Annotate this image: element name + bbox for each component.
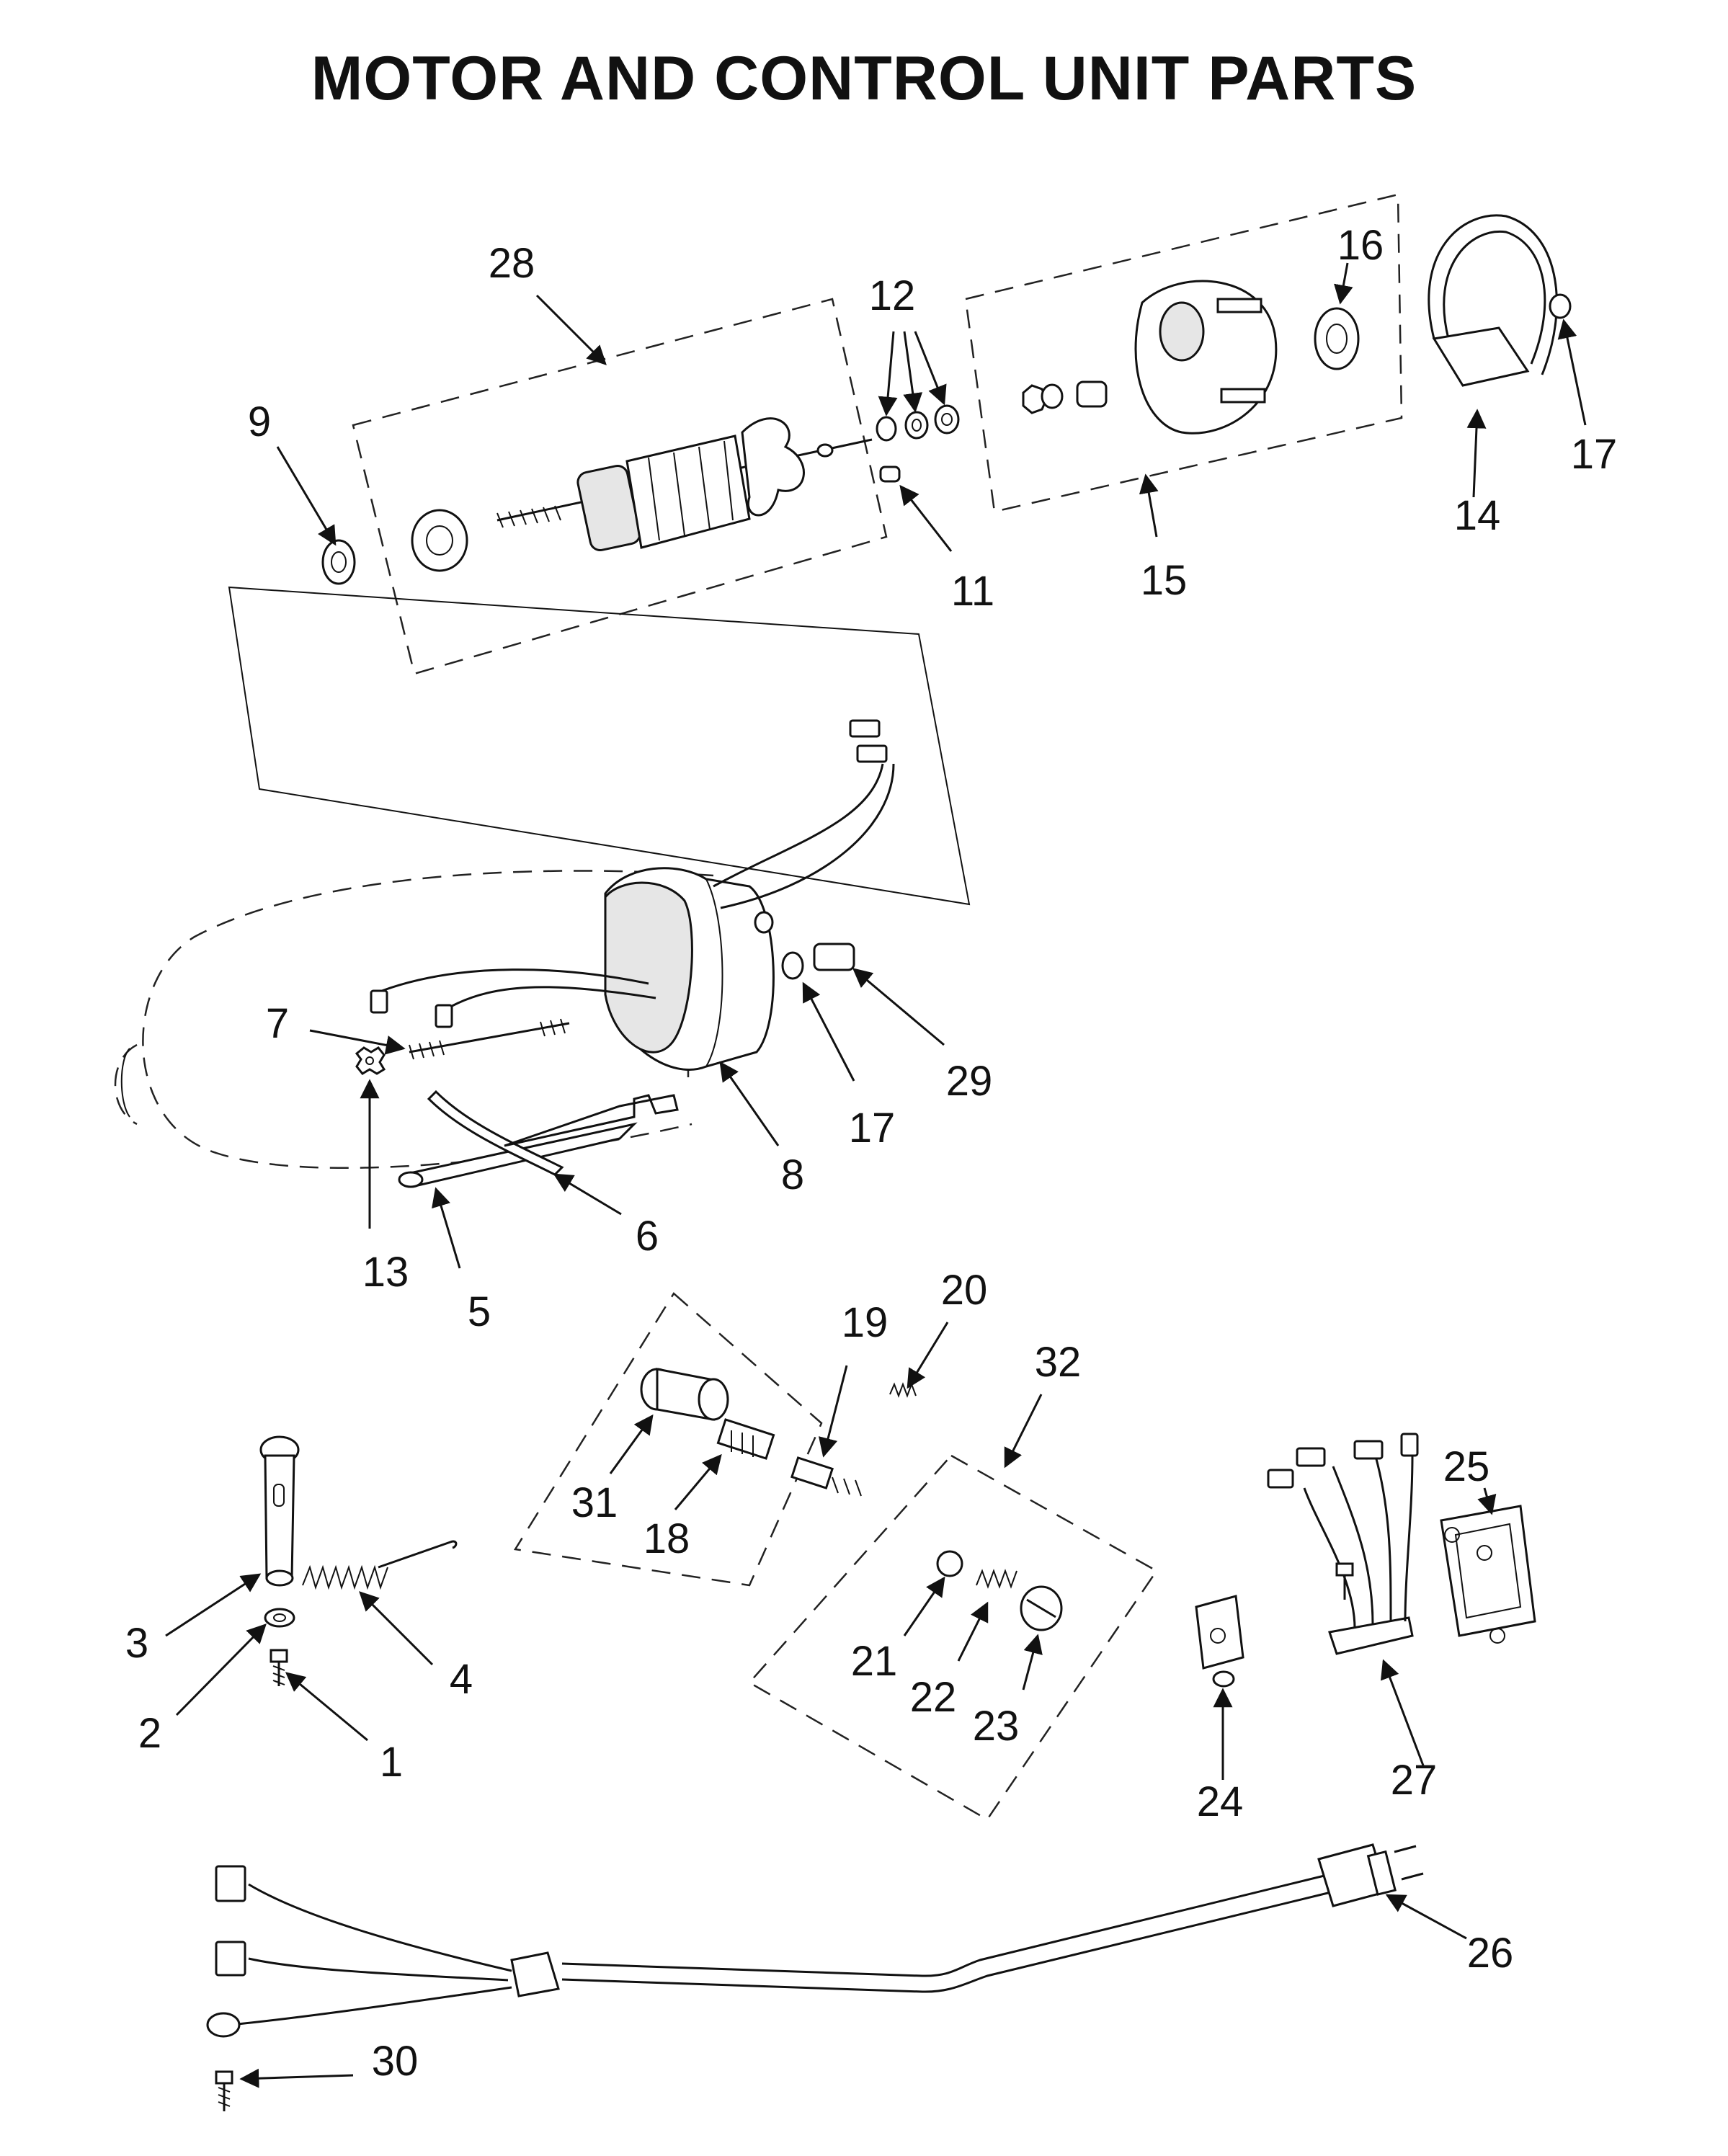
brush-housing-29	[813, 943, 855, 971]
control-plate-25	[1440, 1505, 1536, 1644]
callout-24: 24	[1197, 1778, 1244, 1825]
callout-12: 12	[869, 272, 916, 319]
clip-24	[1195, 1595, 1244, 1688]
callout-5: 5	[468, 1288, 491, 1335]
housing-end	[114, 1043, 138, 1126]
callout-13: 13	[362, 1249, 409, 1296]
callout-28: 28	[489, 240, 535, 287]
washer-2	[264, 1608, 295, 1628]
bearing-16	[1314, 307, 1360, 370]
callout-7: 7	[266, 1000, 289, 1047]
spring-4	[302, 1540, 458, 1590]
spring-22	[976, 1569, 1017, 1589]
brush-cap-18	[716, 1418, 775, 1460]
callout-11: 11	[951, 568, 994, 615]
screw-1	[270, 1649, 288, 1686]
end-shield-assembly	[1022, 280, 1278, 435]
nut-17-mid	[781, 951, 804, 980]
callout-1: 1	[380, 1739, 403, 1786]
leader-arrows	[165, 262, 1587, 2088]
callout-26: 26	[1467, 1930, 1514, 1977]
speed-control-board-27	[1267, 1433, 1419, 1655]
callout-6: 6	[636, 1213, 659, 1260]
armature-assembly	[496, 417, 873, 551]
callout-30: 30	[372, 2038, 419, 2085]
callout-2: 2	[138, 1710, 161, 1757]
callout-22: 22	[910, 1674, 957, 1721]
callout-3: 3	[125, 1620, 148, 1667]
field-assembly	[370, 719, 895, 1071]
callout-25: 25	[1443, 1443, 1490, 1490]
retainer-ring-14	[1428, 214, 1558, 387]
thrust-button-11	[879, 466, 901, 483]
callout-32: 32	[1035, 1339, 1082, 1386]
callout-20: 20	[941, 1267, 988, 1314]
end-shield-group-outline	[964, 193, 1403, 513]
callout-14: 14	[1454, 492, 1501, 539]
speed-control-group-outline	[748, 1454, 1158, 1821]
screw-30	[215, 2070, 233, 2111]
callout-19: 19	[842, 1299, 889, 1346]
armature-group-outline	[352, 298, 888, 675]
armature-shaft-frame	[228, 586, 971, 906]
motor-housing-outline	[142, 870, 714, 1170]
power-cord-26	[206, 1843, 1424, 2038]
callout-31: 31	[571, 1479, 618, 1526]
bearing-9	[321, 539, 356, 585]
brush-holder-31	[640, 1368, 729, 1421]
armature-bearing	[411, 509, 468, 572]
callout-21: 21	[851, 1638, 898, 1685]
callout-18: 18	[643, 1515, 690, 1562]
callout-16: 16	[1337, 222, 1384, 269]
callout-17-top: 17	[1571, 431, 1618, 478]
callout-15: 15	[1141, 557, 1188, 604]
washers-12	[876, 404, 960, 442]
nut-17-top	[1549, 293, 1572, 319]
callout-29: 29	[946, 1058, 993, 1105]
callout-23: 23	[973, 1703, 1020, 1750]
callout-8: 8	[781, 1152, 804, 1198]
brush-19	[790, 1456, 862, 1497]
brush-group-outline	[513, 1292, 823, 1587]
callout-17-mid: 17	[849, 1105, 896, 1152]
callout-27: 27	[1391, 1757, 1438, 1804]
diagram-title: MOTOR AND CONTROL UNIT PARTS	[311, 44, 1417, 113]
spring-20	[889, 1382, 917, 1398]
screw-23	[1020, 1585, 1063, 1631]
plunger-21	[936, 1550, 963, 1577]
screw-7	[409, 1018, 570, 1060]
callout-4: 4	[450, 1656, 473, 1703]
control-lever-3	[259, 1435, 300, 1587]
lockwasher-13	[355, 1046, 386, 1075]
callout-9: 9	[248, 398, 271, 445]
